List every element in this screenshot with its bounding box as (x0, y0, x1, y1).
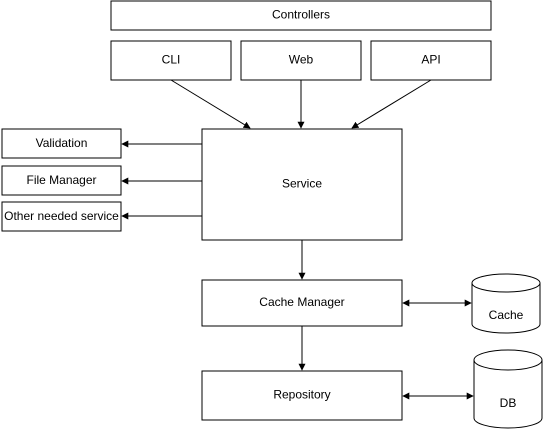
other-service-label: Other needed service (4, 209, 119, 223)
web-box: Web (240, 40, 362, 81)
service-box: Service (201, 128, 403, 241)
db-label: DB (500, 396, 517, 410)
cache-label: Cache (489, 308, 524, 322)
arrow-api-to-service (351, 79, 432, 129)
cache-cylinder: Cache (471, 273, 541, 334)
api-label: API (421, 53, 440, 67)
other-service-box: Other needed service (1, 201, 122, 232)
arrow-cli-to-service (170, 79, 251, 129)
cli-label: CLI (162, 53, 181, 67)
web-label: Web (289, 53, 314, 67)
validation-box: Validation (1, 128, 122, 159)
repository-label: Repository (273, 388, 330, 402)
cache-manager-label: Cache Manager (259, 295, 344, 309)
validation-label: Validation (36, 136, 88, 150)
cli-box: CLI (110, 40, 232, 81)
controllers-label: Controllers (272, 8, 330, 22)
api-box: API (370, 40, 492, 81)
cache-manager-box: Cache Manager (201, 279, 403, 327)
repository-box: Repository (201, 370, 403, 421)
controllers-box: Controllers (110, 0, 492, 31)
file-manager-box: File Manager (1, 165, 122, 196)
file-manager-label: File Manager (26, 173, 96, 187)
service-label: Service (282, 177, 322, 191)
db-cylinder: DB (473, 349, 543, 429)
